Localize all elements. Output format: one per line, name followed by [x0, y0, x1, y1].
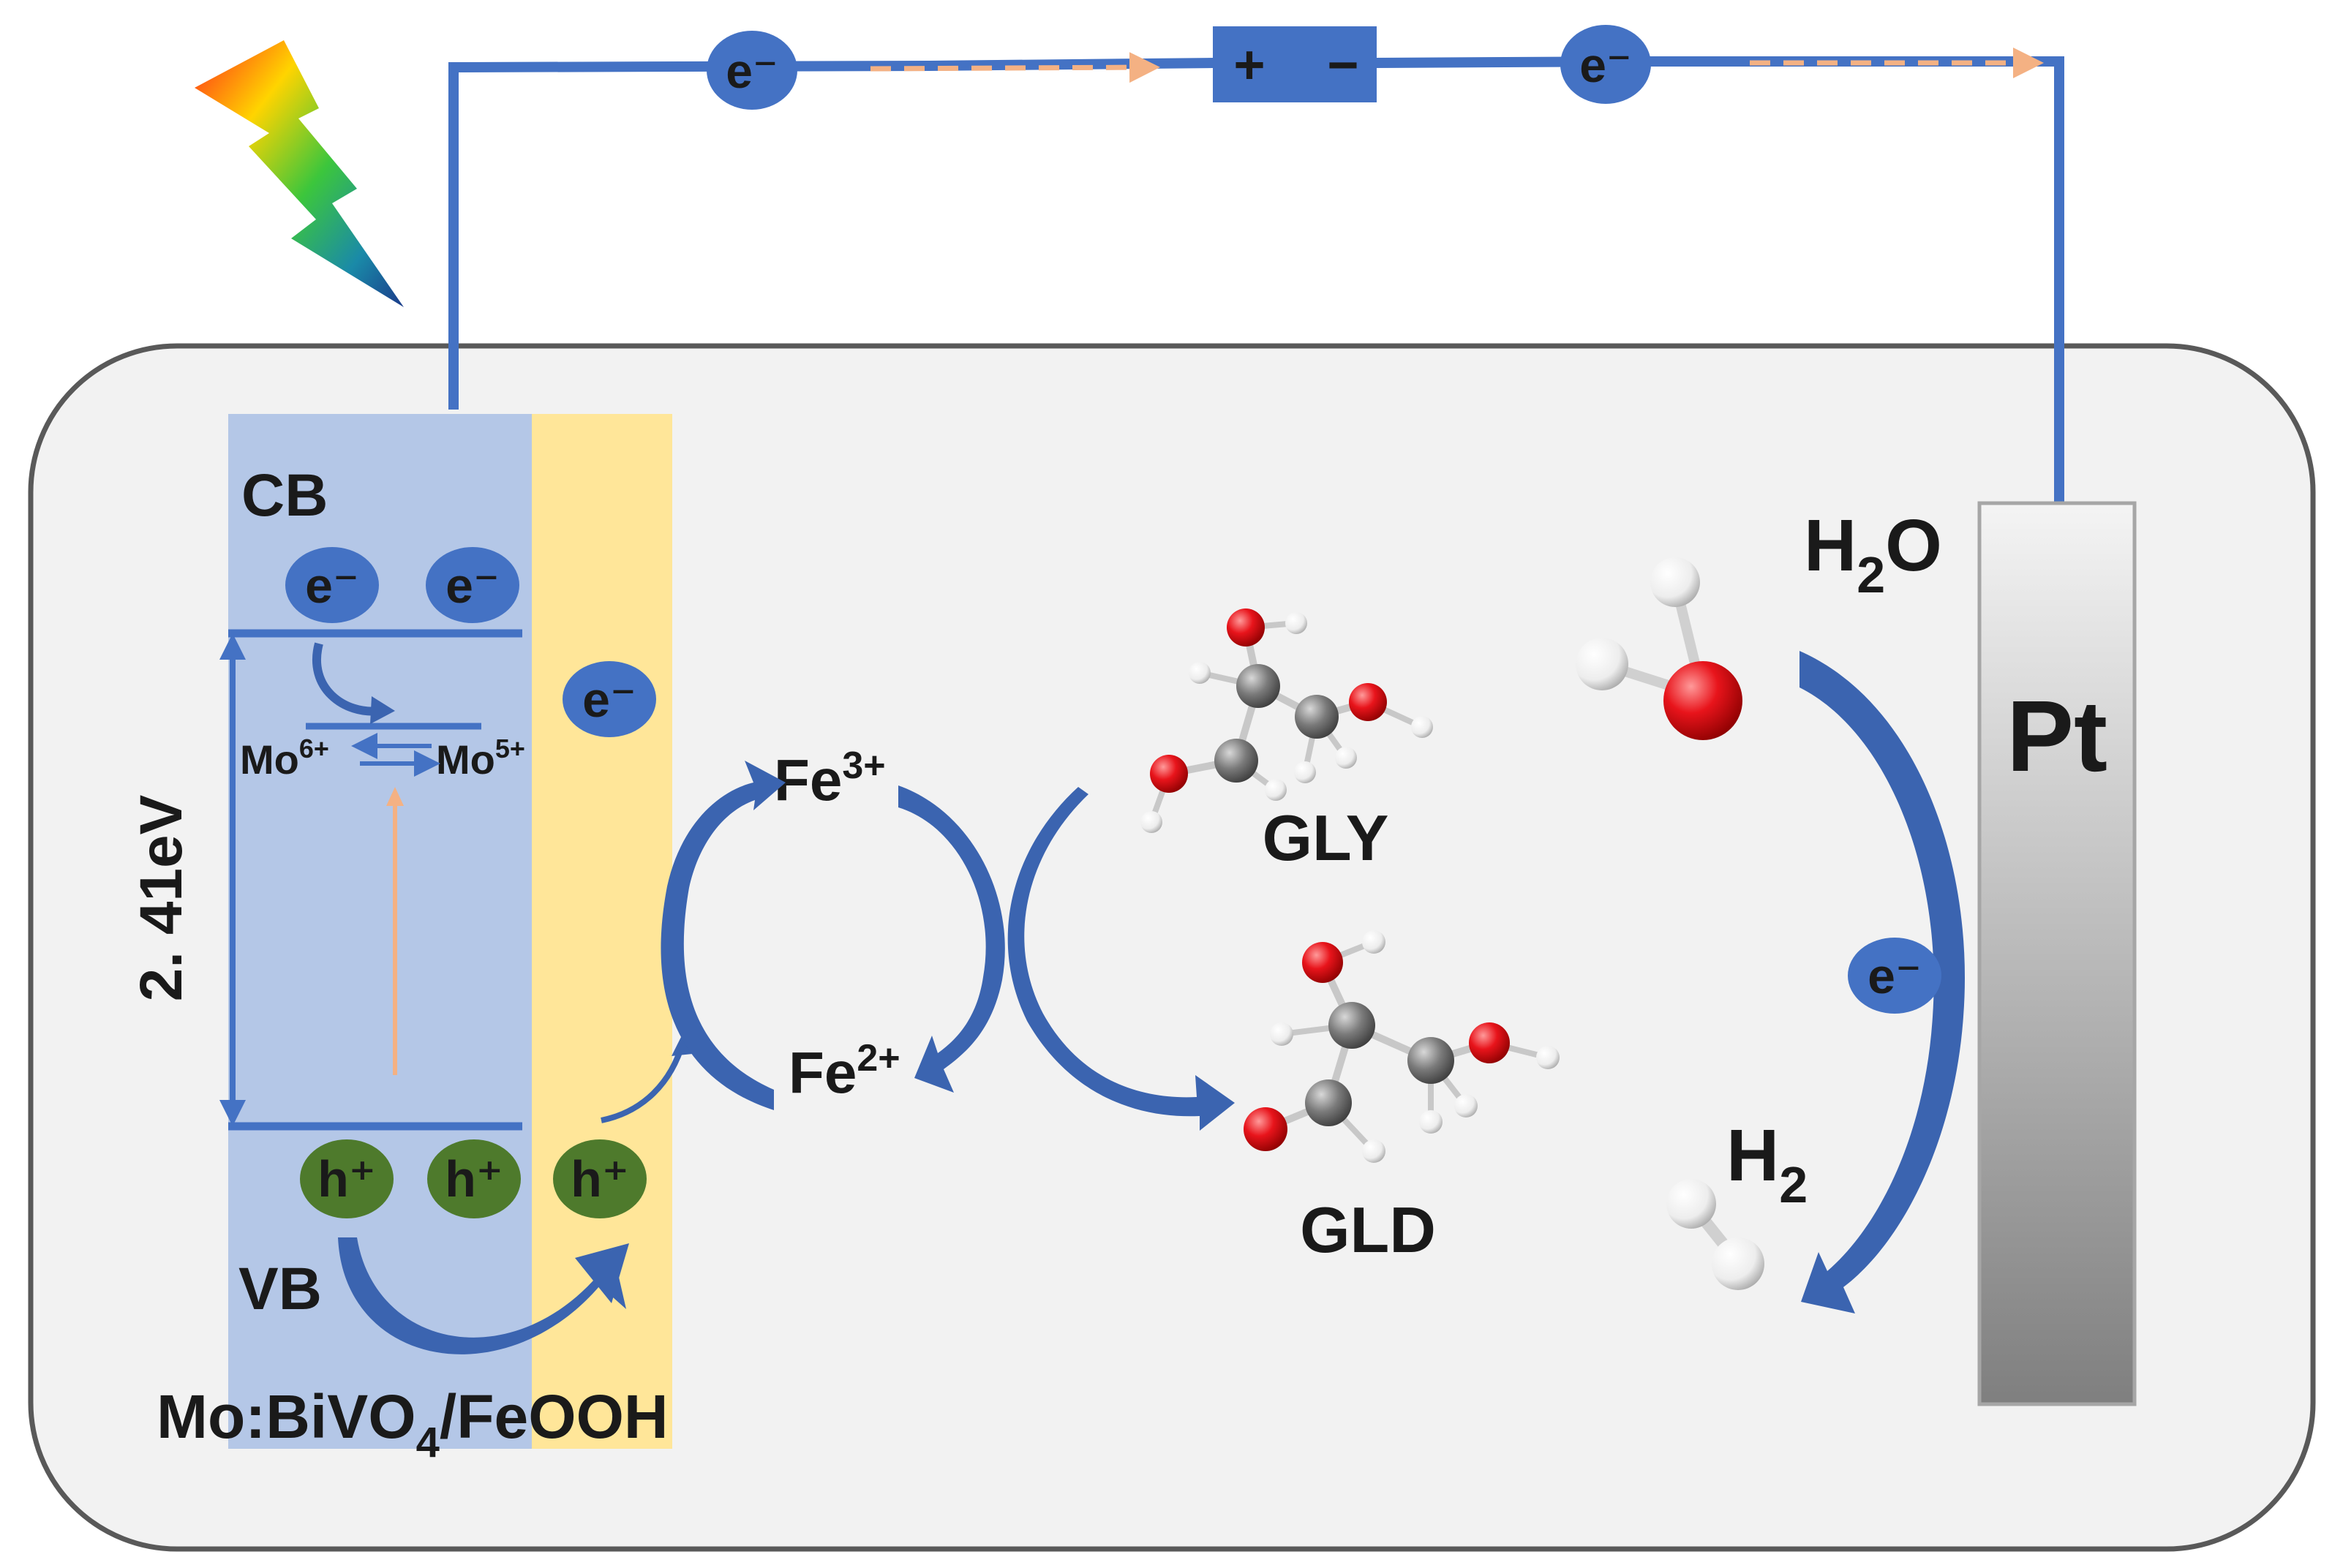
- cb-to-mo-arrow-head: [370, 696, 395, 724]
- vb-label: VB: [238, 1256, 322, 1322]
- cathode-electron: e⁻: [1848, 938, 1941, 1014]
- pt-electrode: [1977, 501, 2137, 1406]
- electron-label: e⁻: [582, 672, 636, 728]
- hole-label: h⁺: [571, 1150, 629, 1207]
- bandgap-value: 2. 41eV: [128, 794, 195, 1001]
- electron-label: e⁻: [1868, 949, 1922, 1004]
- glycerol-molecule: [1140, 608, 1433, 833]
- h2-label: H2: [1726, 1115, 1808, 1213]
- pt-label: Pt: [2007, 680, 2107, 793]
- circuit-flow-arrow-left: [870, 52, 1160, 83]
- circuit-electron-right: e⁻: [1560, 25, 1651, 104]
- mo5-label: Mo5+: [436, 734, 525, 783]
- electron-label: e⁻: [726, 44, 778, 98]
- feooh-layer: [532, 414, 672, 1449]
- cb-to-mo-transfer-arrow: [312, 642, 381, 716]
- gly-to-gld-arrow: [1007, 787, 1235, 1131]
- h2o-label: H2O: [1804, 505, 1942, 603]
- battery-plus-label: +: [1233, 34, 1265, 95]
- gld-label: GLD: [1300, 1194, 1436, 1266]
- fe3-to-fe2-arrow: [898, 785, 1005, 1093]
- gly-label: GLY: [1263, 802, 1389, 874]
- cb-label: CB: [241, 462, 328, 529]
- feooh-hole: h⁺: [553, 1139, 647, 1218]
- bandgap-arrow-head-bottom: [219, 1100, 246, 1126]
- hole-transfer-arrow: [338, 1237, 626, 1354]
- photoexcitation-arrow-head: [386, 787, 404, 806]
- mo6-label: Mo6+: [240, 734, 329, 783]
- feooh-electron: e⁻: [563, 661, 656, 737]
- cb-electron-2: e⁻: [426, 547, 519, 623]
- vb-interface-arrow: [601, 1040, 686, 1123]
- electron-label: e⁻: [1579, 38, 1632, 92]
- fe3-label: Fe3+: [774, 745, 886, 813]
- photoanode-material-label: Mo:BiVO4/FeOOH: [157, 1382, 669, 1466]
- glyceraldehyde-molecule: [1244, 930, 1560, 1163]
- circuit-electron-left: e⁻: [707, 31, 797, 110]
- battery-minus-label: −: [1327, 34, 1358, 95]
- vb-hole-2: h⁺: [427, 1139, 521, 1218]
- vb-hole-1: h⁺: [300, 1139, 394, 1218]
- hole-transfer-arrow-head: [575, 1243, 629, 1303]
- hydrogen-molecule: [1666, 1179, 1764, 1290]
- fe2-label: Fe2+: [789, 1037, 900, 1105]
- light-bolt-icon: [195, 40, 404, 307]
- hole-label: h⁺: [317, 1150, 376, 1207]
- battery-source: + −: [1213, 26, 1377, 102]
- hole-label: h⁺: [445, 1150, 503, 1207]
- fe2-to-fe3-arrow: [661, 761, 786, 1110]
- cathode-reduction-arrow: [1799, 651, 1966, 1313]
- electron-label: e⁻: [305, 558, 359, 614]
- cb-electron-1: e⁻: [285, 547, 379, 623]
- electron-label: e⁻: [445, 558, 500, 614]
- bandgap-arrow-head-top: [219, 633, 246, 660]
- water-molecule: [1576, 557, 1742, 740]
